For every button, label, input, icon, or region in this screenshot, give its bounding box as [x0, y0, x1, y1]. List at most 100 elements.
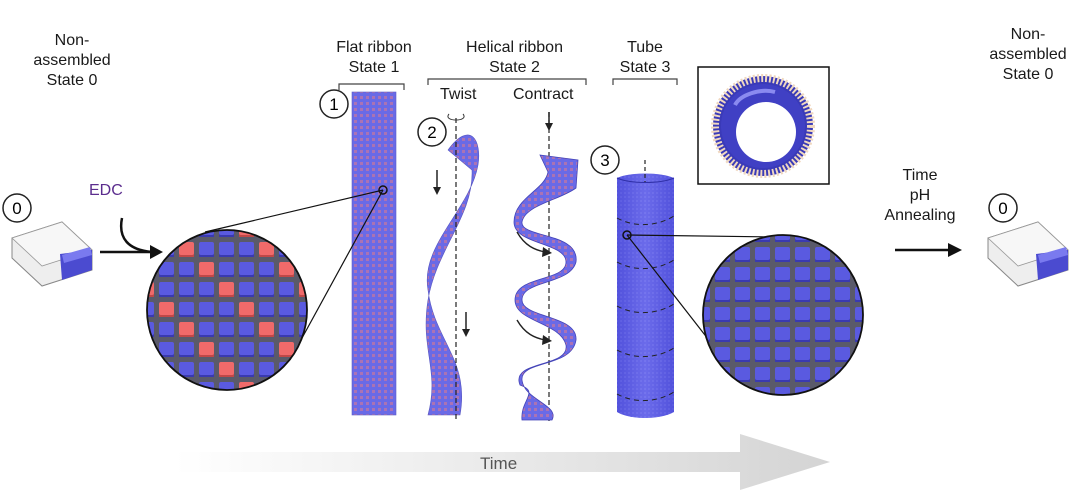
lattice-block-side: [279, 393, 294, 397]
lattice-block-side: [279, 373, 294, 377]
lattice-block-blue: [703, 327, 710, 340]
lattice-block-blue: [815, 287, 830, 300]
lattice-block-side: [675, 218, 690, 222]
lattice-block-side: [119, 253, 134, 257]
lattice-block-blue: [319, 402, 334, 415]
lattice-block-side: [299, 373, 307, 377]
lattice-block-side: [875, 358, 890, 362]
lattice-block-red: [299, 362, 307, 375]
conditions-label: Time pH Annealing: [865, 166, 975, 226]
lattice-block-side: [319, 253, 334, 257]
badge-1: [319, 89, 349, 119]
lattice-block-blue: [875, 307, 890, 320]
badge-3: [590, 145, 620, 175]
lattice-block-blue: [319, 342, 334, 355]
lattice-block-blue: [815, 207, 830, 220]
lattice-block-blue: [755, 367, 770, 380]
lattice-block-blue: [875, 247, 890, 260]
time-arrow-label: Time: [480, 454, 518, 473]
lattice-block-blue: [835, 407, 850, 420]
lattice-block-blue: [755, 207, 770, 220]
lattice-block-side: [179, 213, 194, 217]
lattice-block-blue: [239, 282, 254, 295]
lattice-block-blue: [715, 327, 730, 340]
lattice-block-red: [279, 342, 294, 355]
lattice-block-blue: [119, 322, 134, 335]
lattice-block-blue: [319, 242, 334, 255]
lattice-block-blue: [675, 407, 690, 420]
lattice-block-blue: [299, 230, 307, 235]
lattice-block-blue: [239, 262, 254, 275]
lattice-block-side: [279, 233, 294, 237]
lattice-block-side: [147, 273, 154, 277]
lattice-block-blue: [775, 387, 790, 395]
lattice-block-side: [695, 218, 710, 222]
lattice-block-blue: [735, 247, 750, 260]
lattice-block-blue: [239, 342, 254, 355]
lattice-block-side: [775, 218, 790, 222]
lattice-block-blue: [675, 207, 690, 220]
lattice-block-blue: [855, 267, 863, 280]
lattice-block-blue: [735, 207, 750, 220]
lattice-block-blue: [219, 230, 234, 235]
lattice-block-blue: [715, 267, 730, 280]
lattice-block-blue: [279, 302, 294, 315]
zoom-circle-right: [675, 207, 890, 422]
lattice-block-blue: [199, 402, 214, 415]
lattice-block-blue: [259, 202, 274, 215]
lattice-block-blue: [875, 227, 890, 240]
lattice-block-blue: [875, 327, 890, 340]
lattice-block-side: [703, 278, 710, 282]
lattice-block-side: [855, 418, 870, 422]
lattice-block-blue: [147, 342, 154, 355]
lattice-block-side: [139, 413, 154, 417]
lattice-block-side: [855, 238, 863, 242]
lattice-block-blue: [239, 322, 254, 335]
lattice-block-blue: [219, 322, 234, 335]
badge-1-text: 1: [329, 95, 338, 114]
lattice-block-blue: [159, 402, 174, 415]
lattice-block-blue: [675, 347, 690, 360]
lattice-block-blue: [795, 347, 810, 360]
lattice-block-blue: [715, 307, 730, 320]
lattice-block-blue: [715, 347, 730, 360]
lattice-block-side: [219, 213, 234, 217]
lattice-block-side: [119, 333, 134, 337]
lattice-block-blue: [259, 362, 274, 375]
lattice-block-side: [815, 398, 830, 402]
lattice-block-side: [715, 238, 730, 242]
lattice-block-red: [179, 322, 194, 335]
lattice-block-side: [855, 258, 863, 262]
lattice-block-blue: [855, 347, 863, 360]
lattice-block-blue: [219, 302, 234, 315]
lattice-block-blue: [835, 287, 850, 300]
lattice-block-blue: [199, 322, 214, 335]
edc-arrow: [119, 217, 153, 254]
lattice-block-blue: [695, 207, 710, 220]
lattice-block-blue: [279, 242, 294, 255]
lattice-block-blue: [703, 267, 710, 280]
lattice-block-side: [875, 258, 890, 262]
lattice-block-blue: [119, 302, 134, 315]
lattice-block-blue: [675, 327, 690, 340]
lattice-block-side: [179, 393, 194, 397]
lattice-block-blue: [855, 387, 863, 395]
lattice-block-blue: [703, 387, 710, 395]
lattice-block-side: [875, 278, 890, 282]
state2-line1: Helical ribbon: [466, 39, 563, 56]
lattice-block-side: [735, 418, 750, 422]
lattice-block-side: [715, 398, 730, 402]
lattice-block-side: [319, 413, 334, 417]
lattice-block-blue: [279, 402, 294, 415]
lattice-block-side: [319, 213, 334, 217]
state3-line1: Tube: [627, 39, 663, 56]
left-state0-label: Non- assembled State 0: [22, 31, 122, 91]
lattice-block-blue: [735, 347, 750, 360]
lattice-block-side: [715, 418, 730, 422]
twist-label: Twist: [440, 86, 477, 103]
lattice-block-blue: [775, 235, 790, 240]
lattice-block-blue: [835, 347, 850, 360]
lattice-block-blue: [815, 367, 830, 380]
lattice-block-side: [755, 418, 770, 422]
lattice-block-side: [855, 358, 863, 362]
